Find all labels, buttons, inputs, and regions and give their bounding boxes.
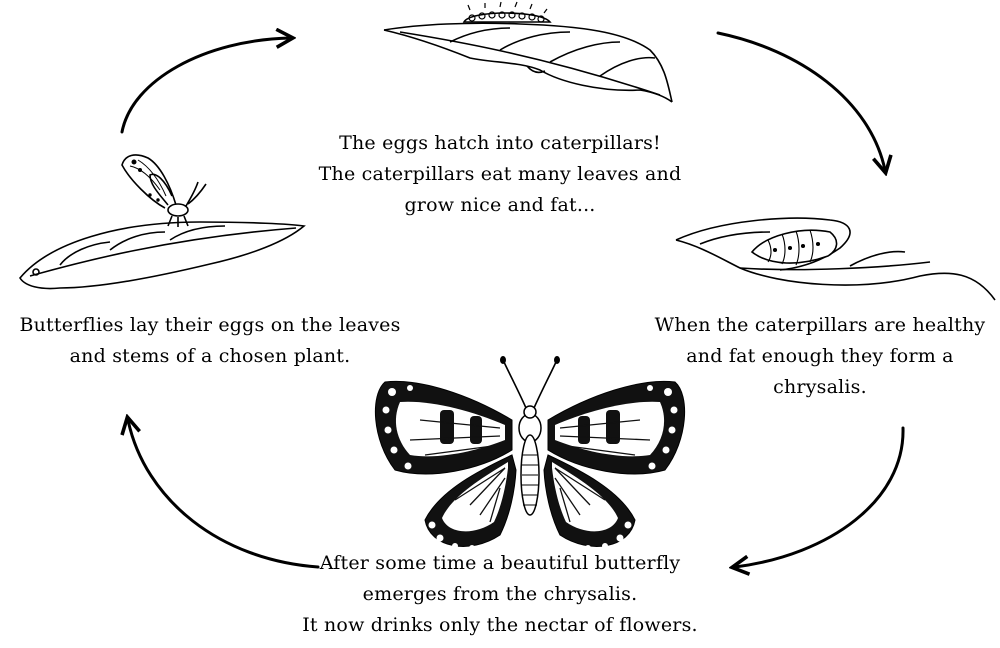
caption-line: Butterflies lay their eggs on the leaves: [0, 310, 420, 341]
caption-line: and fat enough they form a: [640, 341, 1000, 372]
caption-line: When the caterpillars are healthy: [640, 310, 1000, 341]
caption-hatch: The eggs hatch into caterpillars! The ca…: [280, 128, 720, 221]
caption-line: chrysalis.: [640, 372, 1000, 403]
caption-line: After some time a beautiful butterfly: [250, 548, 750, 579]
caption-emerge: After some time a beautiful butterfly em…: [250, 548, 750, 641]
caption-line: The caterpillars eat many leaves and: [280, 159, 720, 190]
caption-line: grow nice and fat...: [280, 190, 720, 221]
caption-line: The eggs hatch into caterpillars!: [280, 128, 720, 159]
caption-line: emerges from the chrysalis.: [250, 579, 750, 610]
cycle-arrow-icon: [718, 33, 885, 170]
caption-line: It now drinks only the nectar of flowers…: [250, 610, 750, 641]
caption-line: and stems of a chosen plant.: [0, 341, 420, 372]
caption-lay-eggs: Butterflies lay their eggs on the leaves…: [0, 310, 420, 372]
cycle-arrow-icon: [122, 38, 290, 132]
adult-butterfly-icon: [375, 357, 684, 552]
chrysalis-on-leaf-icon: [676, 218, 995, 300]
cycle-arrow-icon: [735, 428, 903, 567]
butterfly-laying-eggs-icon: [20, 155, 304, 289]
caption-chrysalis: When the caterpillars are healthy and fa…: [640, 310, 1000, 403]
caterpillar-on-leaf-icon: [384, 2, 672, 102]
cycle-arrow-icon: [128, 420, 318, 567]
